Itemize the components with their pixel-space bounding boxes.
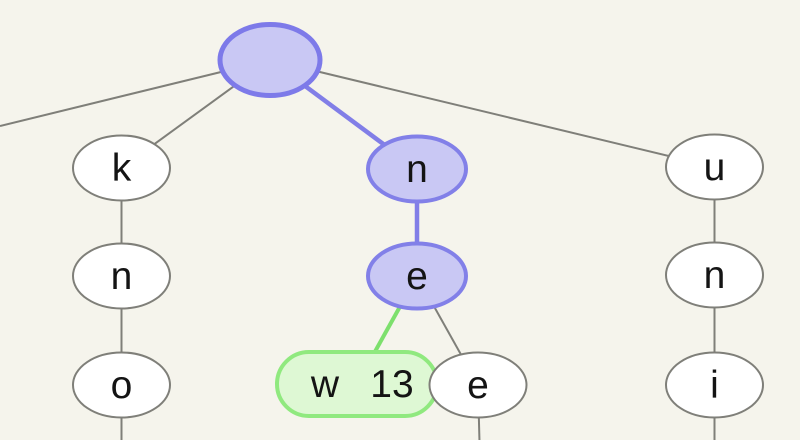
node-w-terminal-count: 13: [370, 363, 413, 406]
node-k[interactable]: k: [72, 134, 171, 202]
node-root[interactable]: [217, 22, 323, 98]
node-i-shape[interactable]: [665, 351, 764, 419]
node-i-label: i: [710, 364, 719, 407]
node-n-right-shape[interactable]: [665, 241, 764, 309]
node-e-lower[interactable]: e: [428, 351, 528, 419]
node-n-highlighted[interactable]: n: [366, 134, 468, 204]
node-n-left-label: n: [111, 255, 133, 298]
node-root-shape[interactable]: [217, 22, 323, 98]
node-w-terminal-label: w: [310, 363, 340, 406]
node-u-shape[interactable]: [665, 133, 764, 201]
node-n-left-shape[interactable]: [72, 242, 171, 310]
node-o-label: o: [111, 364, 133, 407]
node-e-highlighted[interactable]: e: [366, 241, 468, 311]
node-e-highlighted-shape[interactable]: [366, 241, 468, 311]
edge-root-u: [269, 59, 715, 168]
node-n-left[interactable]: n: [72, 242, 171, 310]
node-o-shape[interactable]: [72, 351, 171, 419]
node-o[interactable]: o: [72, 351, 171, 419]
node-n-right[interactable]: n: [665, 241, 764, 309]
node-u-label: u: [704, 146, 726, 189]
node-e-highlighted-label: e: [406, 255, 428, 298]
node-k-label: k: [112, 147, 132, 190]
node-k-shape[interactable]: [72, 134, 171, 202]
node-i[interactable]: i: [665, 351, 764, 419]
node-n-highlighted-label: n: [406, 148, 428, 191]
node-e-lower-label: e: [467, 364, 489, 407]
node-u[interactable]: u: [665, 133, 764, 201]
node-n-highlighted-shape[interactable]: [366, 134, 468, 204]
node-n-right-label: n: [704, 254, 726, 297]
node-e-lower-shape[interactable]: [428, 351, 528, 419]
node-w-terminal[interactable]: w 13: [275, 350, 439, 418]
